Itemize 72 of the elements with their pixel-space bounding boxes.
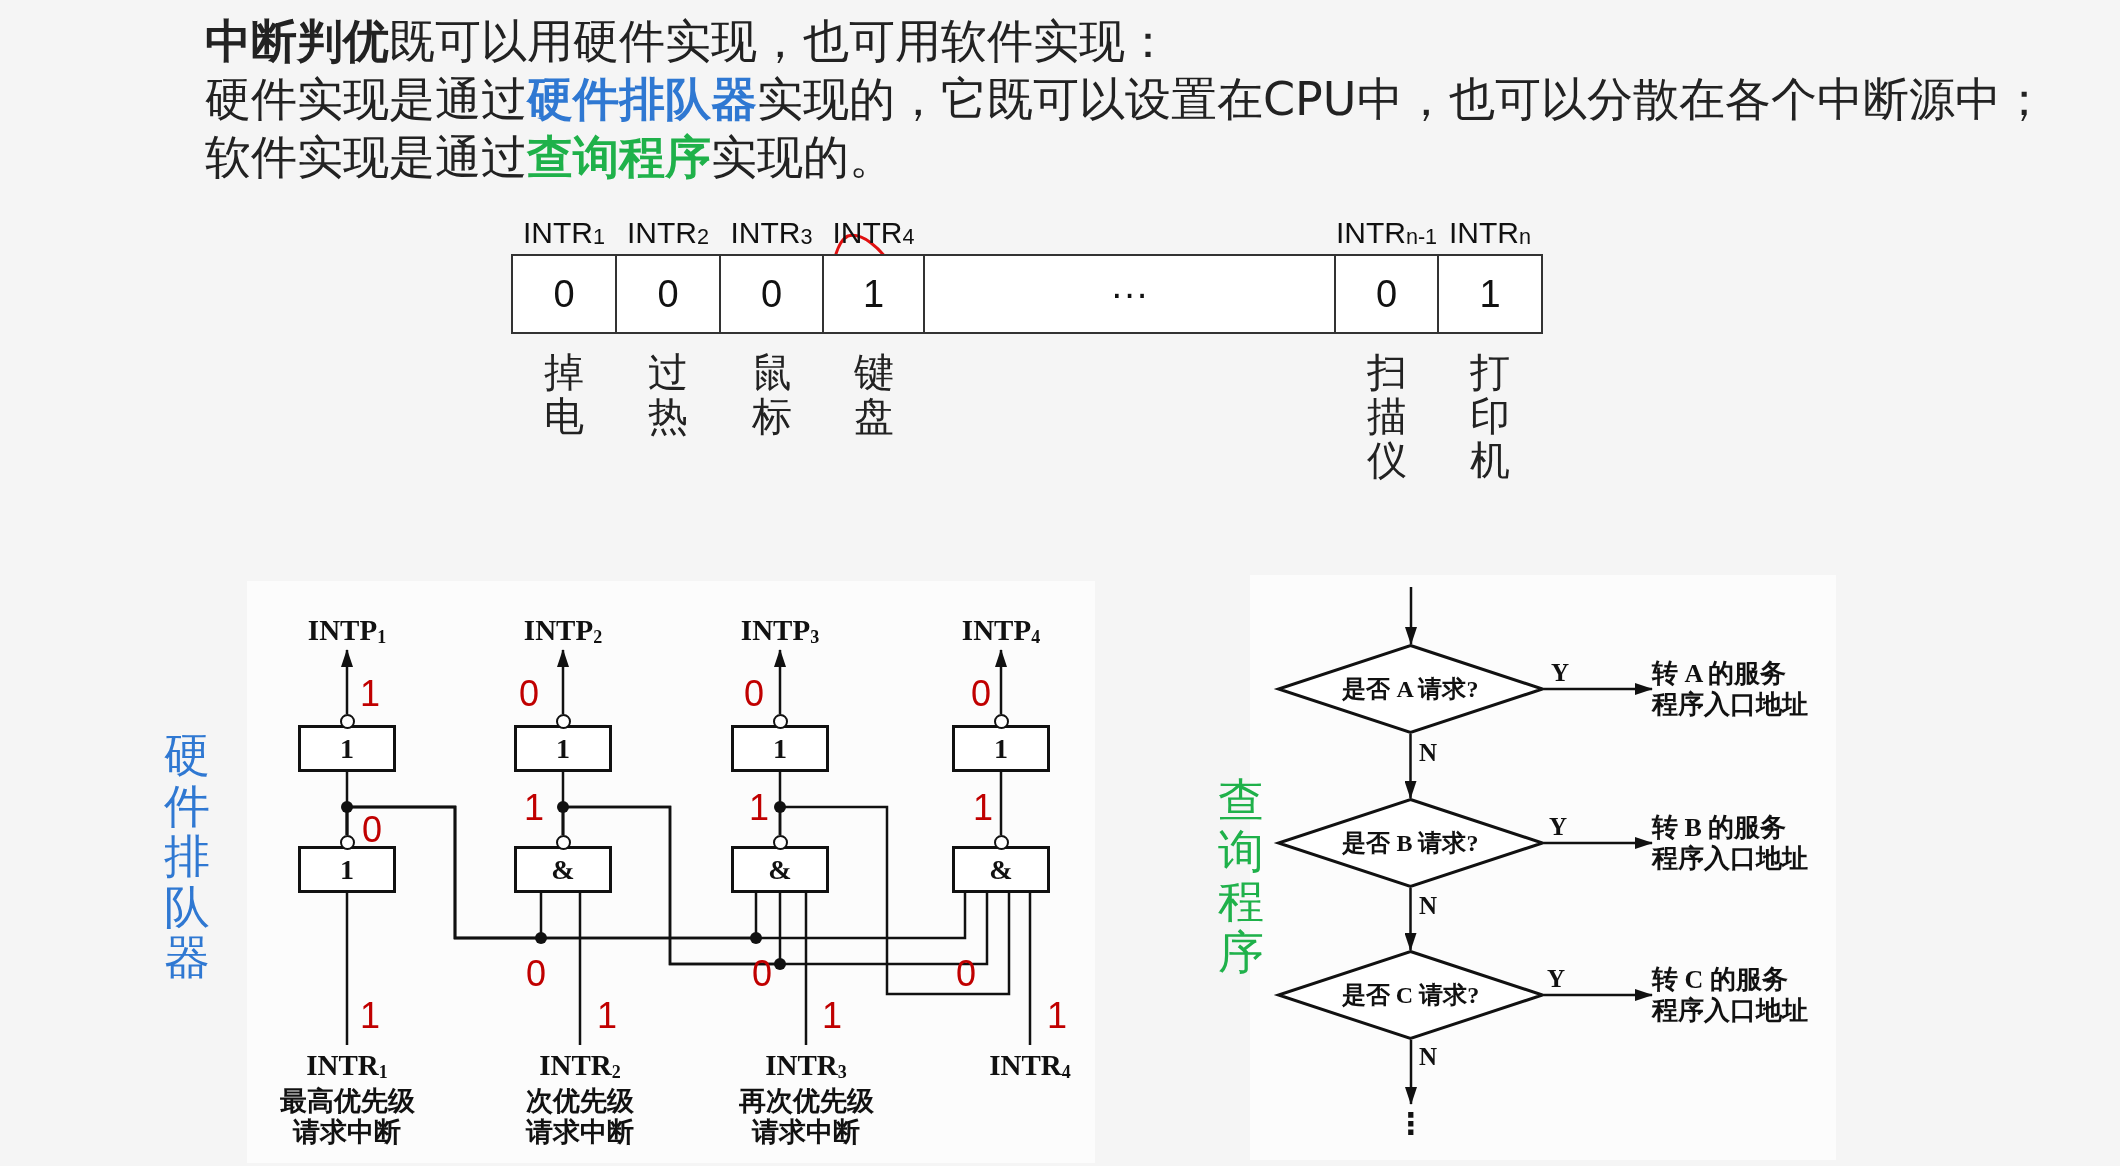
process-label: 转 B 的服务程序入口地址: [1652, 812, 1820, 874]
section-title: 硬件排队器: [164, 730, 210, 983]
logic-value: 1: [360, 676, 380, 712]
device-label: 键盘: [853, 350, 894, 438]
wire: [804, 893, 808, 1045]
logic-value: 1: [524, 790, 544, 826]
logic-value: 0: [744, 676, 764, 712]
arrow: [1544, 683, 1653, 695]
bit-label: INTR$_{3}$: [729, 215, 814, 252]
signal-label: INTR$_{4}$: [989, 1048, 1071, 1084]
logic-value: 0: [519, 676, 539, 712]
intro-text: 软件实现是通过查询程序实现的。: [205, 130, 895, 186]
device-label: 扫描仪: [1366, 350, 1407, 482]
logic-value: 0: [752, 956, 772, 992]
logic-value: 0: [971, 676, 991, 712]
arrow: [1404, 734, 1417, 799]
device-label: 打印机: [1470, 350, 1510, 482]
register-cell: 0: [719, 254, 824, 334]
arrow: [1544, 989, 1653, 1001]
register-cell: ···: [923, 254, 1336, 334]
signal-label: INTR$_{2}$: [539, 1048, 621, 1084]
continuation-dots: ⋮: [1396, 1104, 1426, 1144]
register-cell: 1: [1437, 254, 1543, 334]
wire: [999, 772, 1003, 835]
section-title: 查询程序: [1218, 775, 1264, 978]
bit-label: INTR$_{1}$: [522, 215, 606, 252]
signal-label: INTR$_{1}$: [306, 1048, 388, 1084]
signal-label: INTP$_{1}$: [287, 610, 407, 650]
intro-text: 中断判优既可以用硬件实现，也可用软件实现：: [205, 14, 1171, 70]
arrow: [557, 649, 569, 714]
signal-label: INTP$_{2}$: [503, 610, 623, 650]
arrow: [1404, 888, 1417, 951]
wire: [1028, 893, 1032, 1045]
bit-label: INTR$_{n-1}$: [1334, 215, 1439, 252]
wire: [578, 893, 582, 1045]
signal-label: INTP$_{4}$: [941, 610, 1061, 650]
arrow: [1405, 587, 1417, 645]
logic-value: 0: [526, 956, 546, 992]
bit-label: INTR$_{2}$: [626, 215, 710, 252]
logic-value: 1: [822, 998, 842, 1034]
logic-value: 1: [597, 998, 617, 1034]
arrow: [995, 649, 1007, 714]
bit-label: INTR$_{n}$: [1448, 215, 1532, 252]
arrow: [1544, 837, 1653, 849]
wire: [778, 805, 1011, 996]
process-label: 转 A 的服务程序入口地址: [1652, 658, 1820, 720]
logic-value: 1: [1047, 998, 1067, 1034]
bit-label: INTR$_{4}$: [831, 215, 916, 252]
logic-value: 1: [973, 790, 993, 826]
wire: [345, 893, 349, 1045]
arrow: [774, 649, 786, 714]
wire: [561, 805, 989, 966]
priority-caption: 次优先级请求中断: [524, 1085, 635, 1147]
arrow: [1405, 1040, 1417, 1105]
wire: [345, 805, 967, 940]
register-cell: 0: [615, 254, 721, 334]
logic-value: 0: [956, 956, 976, 992]
register-cell: 1: [822, 254, 925, 334]
signal-label: INTP$_{3}$: [720, 610, 840, 650]
device-label: 过热: [648, 350, 688, 438]
logic-value: 1: [360, 998, 380, 1034]
register-cell: 0: [511, 254, 617, 334]
intro-text: 硬件实现是通过硬件排队器实现的，它既可以设置在CPU中，也可以分散在各个中断源中；: [205, 72, 2047, 128]
device-label: 掉电: [544, 350, 584, 438]
register-cell: 0: [1334, 254, 1439, 334]
arrow: [341, 649, 353, 714]
signal-label: INTR$_{3}$: [765, 1048, 847, 1084]
priority-caption: 再次优先级请求中断: [737, 1085, 875, 1147]
device-label: 鼠标: [751, 350, 792, 438]
priority-caption: 最高优先级请求中断: [278, 1085, 416, 1147]
logic-value: 1: [749, 790, 769, 826]
process-label: 转 C 的服务程序入口地址: [1652, 964, 1820, 1026]
